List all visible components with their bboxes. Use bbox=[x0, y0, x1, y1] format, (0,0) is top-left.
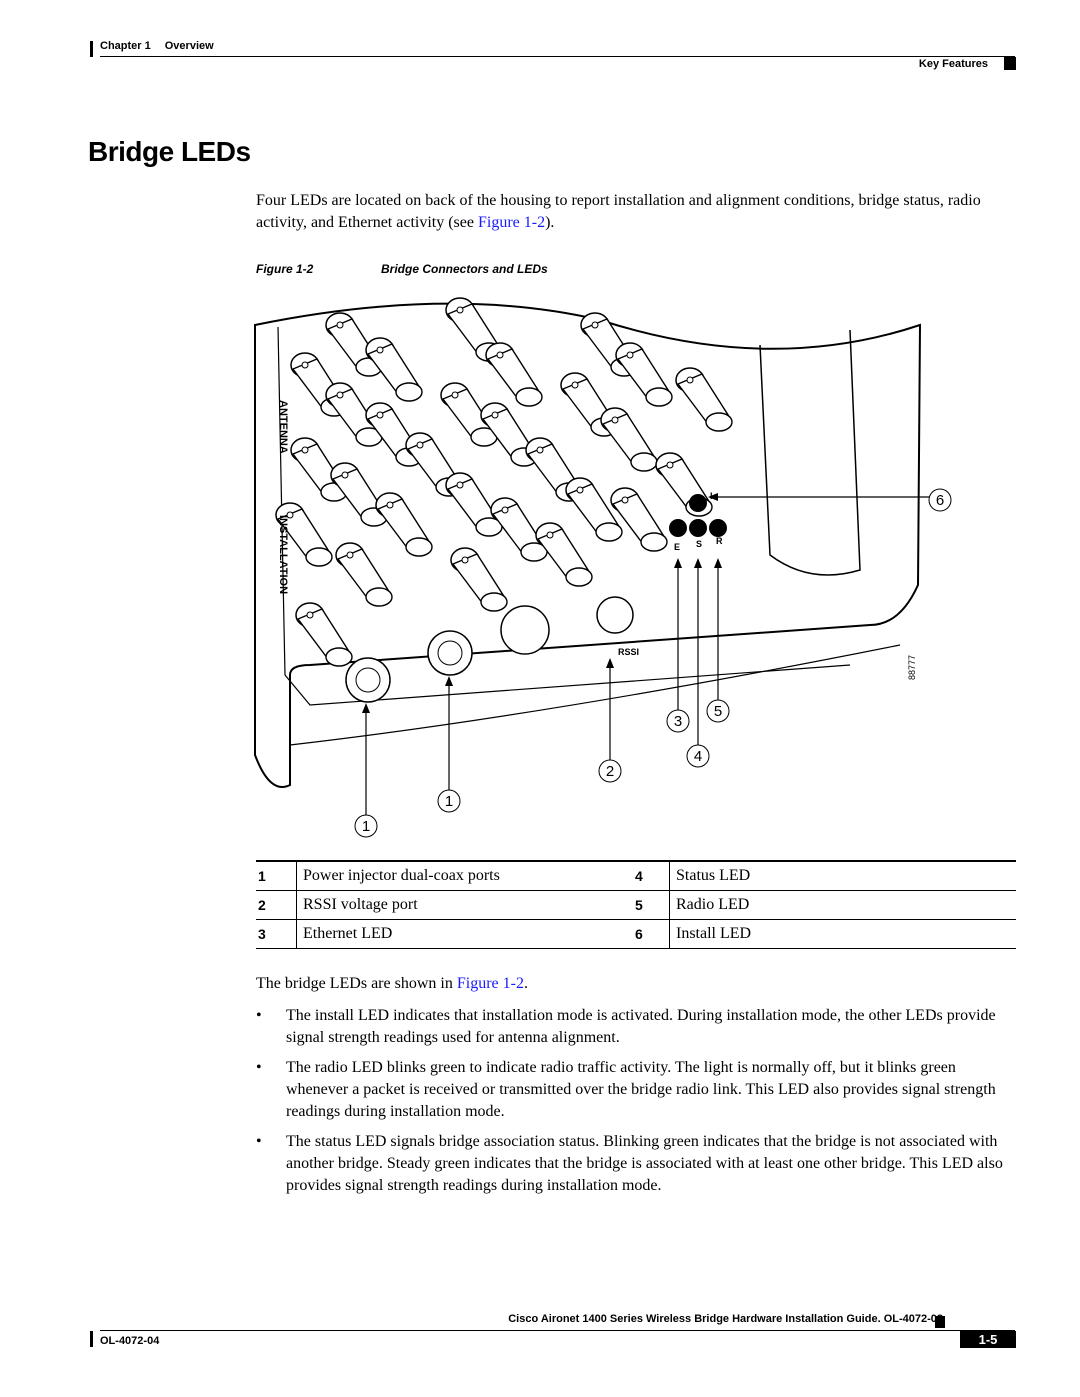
header-rule bbox=[100, 56, 1015, 57]
section-label: Overview bbox=[164, 40, 214, 52]
legend-row: 2 RSSI voltage port 5 Radio LED bbox=[256, 890, 1016, 920]
legend-num: 1 bbox=[256, 860, 297, 891]
legend-num: 5 bbox=[633, 890, 670, 920]
callouts: 1 1 2 3 4 5 6 bbox=[354, 488, 952, 838]
footer-doc-number: OL-4072-04 bbox=[100, 1335, 160, 1347]
callout-5: 5 bbox=[714, 703, 722, 720]
bullet-text: The status LED signals bridge associatio… bbox=[286, 1133, 1003, 1194]
figure-caption: Figure 1-2 Bridge Connectors and LEDs bbox=[256, 262, 548, 276]
key-features-label: Key Features bbox=[918, 58, 988, 70]
list-item: •The radio LED blinks green to indicate … bbox=[256, 1059, 996, 1120]
shown-after: . bbox=[523, 975, 528, 992]
legend-text: Ethernet LED bbox=[296, 919, 633, 949]
legend-text: Power injector dual-coax ports bbox=[296, 860, 633, 891]
installation-label: INSTALLATION bbox=[277, 515, 289, 594]
callout-3: 3 bbox=[674, 713, 682, 730]
led-r-label: R bbox=[716, 536, 723, 546]
chapter-label: Chapter 1 bbox=[100, 40, 151, 52]
list-item: •The status LED signals bridge associati… bbox=[256, 1133, 1003, 1194]
legend-num: 6 bbox=[633, 919, 670, 949]
figure-title: Bridge Connectors and LEDs bbox=[381, 262, 548, 276]
legend-text: Install LED bbox=[669, 919, 1016, 949]
figure-number: Figure 1-2 bbox=[256, 262, 314, 276]
arrowheads bbox=[362, 493, 722, 713]
figure-link[interactable]: Figure 1-2 bbox=[477, 214, 546, 231]
intro-after: ). bbox=[545, 214, 555, 231]
shown-paragraph: The bridge LEDs are shown in Figure 1-2. bbox=[256, 975, 528, 993]
leader-lines bbox=[365, 496, 930, 815]
shown-text: The bridge LEDs are shown in bbox=[256, 975, 457, 992]
antenna-label: ANTENNA bbox=[277, 400, 289, 454]
led-s-label: S bbox=[696, 539, 702, 549]
intro-text: Four LEDs are located on back of the hou… bbox=[256, 192, 981, 231]
bullet-text: The radio LED blinks green to indicate r… bbox=[286, 1059, 996, 1120]
legend-text: RSSI voltage port bbox=[296, 890, 633, 920]
callout-4: 4 bbox=[694, 748, 702, 765]
legend-text: Status LED bbox=[669, 860, 1016, 891]
led-bullet-list: •The install LED indicates that installa… bbox=[256, 1005, 1016, 1205]
callout-2: 2 bbox=[606, 763, 614, 780]
power-ports bbox=[345, 596, 634, 703]
footer-rule bbox=[100, 1330, 1015, 1331]
page-title: Bridge LEDs bbox=[88, 136, 251, 167]
footer-guide-title: Cisco Aironet 1400 Series Wireless Bridg… bbox=[508, 1313, 943, 1325]
rssi-label: RSSI bbox=[618, 647, 639, 657]
header-left-bar bbox=[90, 41, 93, 57]
list-item: •The install LED indicates that installa… bbox=[256, 1007, 996, 1046]
figure-link-2[interactable]: Figure 1-2 bbox=[456, 975, 524, 992]
legend-num: 2 bbox=[256, 890, 297, 920]
legend-row: 3 Ethernet LED 6 Install LED bbox=[256, 919, 1016, 949]
header-square bbox=[1004, 57, 1016, 70]
figure-id: 88777 bbox=[907, 655, 917, 680]
legend-table: 1 Power injector dual-coax ports 4 Statu… bbox=[256, 860, 1016, 949]
bullet-text: The install LED indicates that installat… bbox=[286, 1007, 996, 1046]
header-chapter: Chapter 1 Overview bbox=[100, 40, 228, 52]
footer-bar bbox=[935, 1316, 945, 1328]
footer-left-bar bbox=[90, 1331, 93, 1347]
callout-1a: 1 bbox=[362, 818, 370, 835]
led-cluster bbox=[669, 494, 727, 537]
callout-1b: 1 bbox=[445, 793, 453, 810]
legend-num: 4 bbox=[633, 860, 670, 891]
page-number: 1-5 bbox=[960, 1331, 1016, 1348]
bridge-connectors-figure: ANTENNA INSTALLATION RSSI E S R I 88777 … bbox=[254, 297, 952, 838]
legend-num: 3 bbox=[256, 919, 297, 949]
intro-paragraph: Four LEDs are located on back of the hou… bbox=[256, 190, 1016, 234]
led-e-label: E bbox=[674, 542, 680, 552]
legend-text: Radio LED bbox=[669, 890, 1016, 920]
callout-6: 6 bbox=[936, 492, 944, 509]
legend-row: 1 Power injector dual-coax ports 4 Statu… bbox=[256, 860, 1016, 891]
